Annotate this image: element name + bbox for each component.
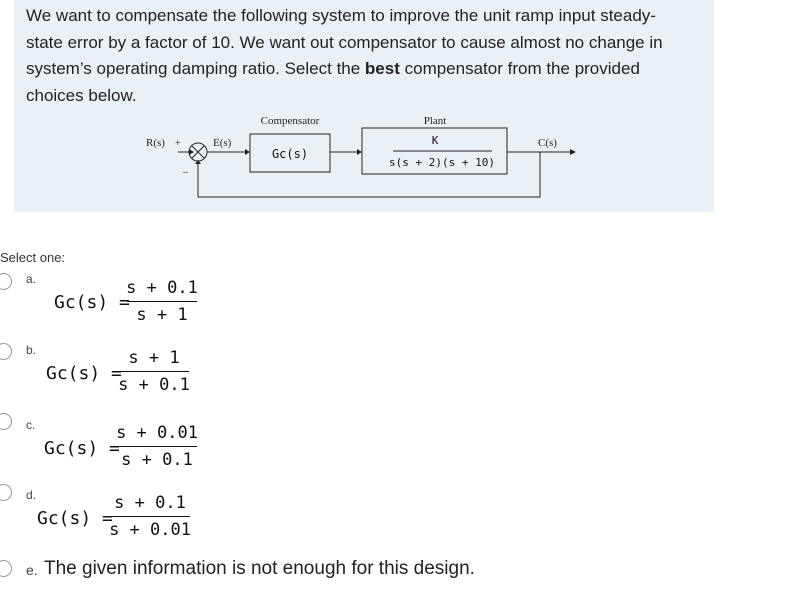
fraction-bar (127, 301, 197, 302)
error-label: E(s) (213, 137, 232, 149)
plant-denominator: s(s + 2)(s + 10) (389, 156, 495, 169)
question-line-1: We want to compensate the following syst… (26, 6, 656, 25)
option-d-letter: d. (26, 488, 37, 502)
option-d-numerator: s + 0.1 (114, 493, 186, 513)
option-b-lhs: Gc(s) = (46, 363, 122, 384)
compensator-tf: Gc(s) (272, 147, 308, 161)
option-a-numerator: s + 0.1 (126, 278, 198, 298)
fraction-bar (117, 446, 197, 447)
option-d-denominator: s + 0.01 (109, 520, 191, 540)
option-d-fraction: s + 0.1 s + 0.01 (109, 493, 191, 540)
plus-sign: + (175, 138, 181, 149)
question-line-2: state error by a factor of 10. We want o… (26, 32, 663, 52)
question-text: We want to compensate the following syst… (26, 3, 706, 109)
compensator-label: Compensator (261, 115, 320, 127)
option-e-letter: e. (26, 562, 38, 578)
option-e-text: The given information is not enough for … (44, 558, 475, 579)
option-c-fraction: s + 0.01 s + 0.1 (116, 423, 198, 470)
option-c-letter: c. (26, 418, 36, 432)
emphasis-best: best (364, 59, 400, 78)
radio-option-e[interactable] (0, 560, 12, 577)
input-label: R(s) (146, 137, 165, 149)
plant-label: Plant (424, 115, 447, 127)
feedback-path (197, 152, 541, 198)
option-c-lhs: Gc(s) = (44, 438, 120, 459)
option-a-denominator: s + 1 (136, 305, 188, 325)
output-label: C(s) (538, 137, 557, 149)
option-b-numerator: s + 1 (128, 348, 180, 368)
question-box (14, 0, 714, 212)
radio-option-d[interactable] (0, 484, 12, 501)
option-b-fraction: s + 1 s + 0.1 (118, 348, 190, 395)
plant-numerator: K (432, 134, 439, 147)
option-a-letter: a. (26, 272, 37, 286)
radio-option-a[interactable] (0, 273, 12, 290)
compensator-block (249, 133, 331, 173)
radio-option-b[interactable] (0, 343, 12, 360)
question-line-4: choices below. (26, 85, 137, 105)
option-c-denominator: s + 0.1 (121, 450, 193, 470)
option-a-fraction: s + 0.1 s + 1 (126, 278, 198, 325)
option-c-numerator: s + 0.01 (116, 423, 198, 443)
block-diagram: Compensator Plant R(s) + E(s) C(s) – Gc(… (146, 115, 576, 198)
question-line-3: system’s operating damping ratio. Select… (26, 59, 640, 78)
fraction-bar (110, 516, 190, 517)
fraction-bar (119, 371, 189, 372)
option-d-lhs: Gc(s) = (37, 508, 113, 529)
minus-sign: – (182, 167, 189, 178)
option-b-letter: b. (26, 343, 37, 357)
plant-block (361, 127, 508, 175)
option-b-denominator: s + 0.1 (118, 375, 190, 395)
select-one-label: Select one: (0, 250, 66, 265)
option-a-lhs: Gc(s) = (54, 292, 130, 313)
radio-option-c[interactable] (0, 413, 12, 430)
